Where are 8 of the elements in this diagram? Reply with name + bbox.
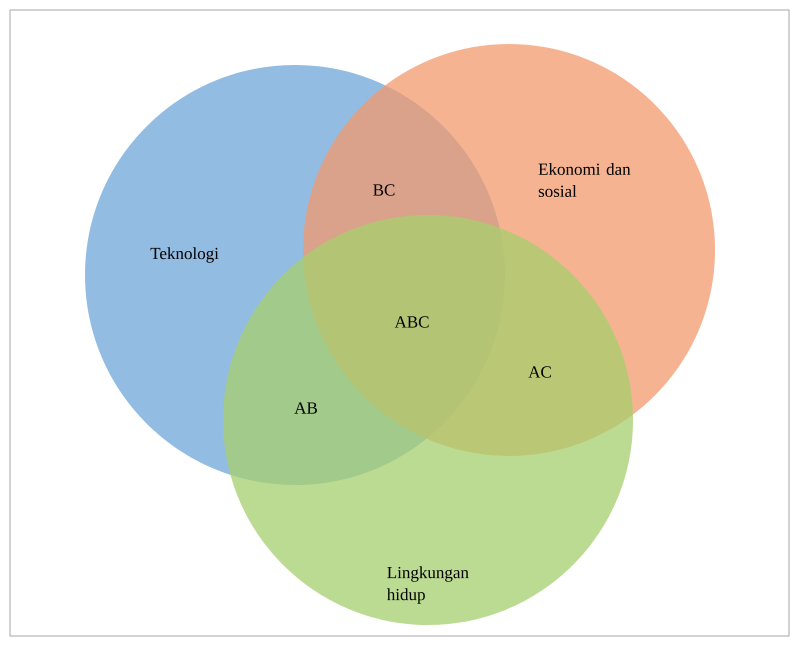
venn-circle: [223, 215, 633, 625]
region-label: BC: [373, 184, 394, 196]
region-label: AC: [528, 366, 551, 378]
circle-label: Lingkungan hidup: [386, 566, 469, 604]
circle-label: Ekonomi dan sosial: [538, 163, 630, 197]
circle-label: Teknologi: [150, 247, 219, 263]
region-label: AB: [294, 402, 317, 414]
region-label: ABC: [394, 316, 429, 328]
